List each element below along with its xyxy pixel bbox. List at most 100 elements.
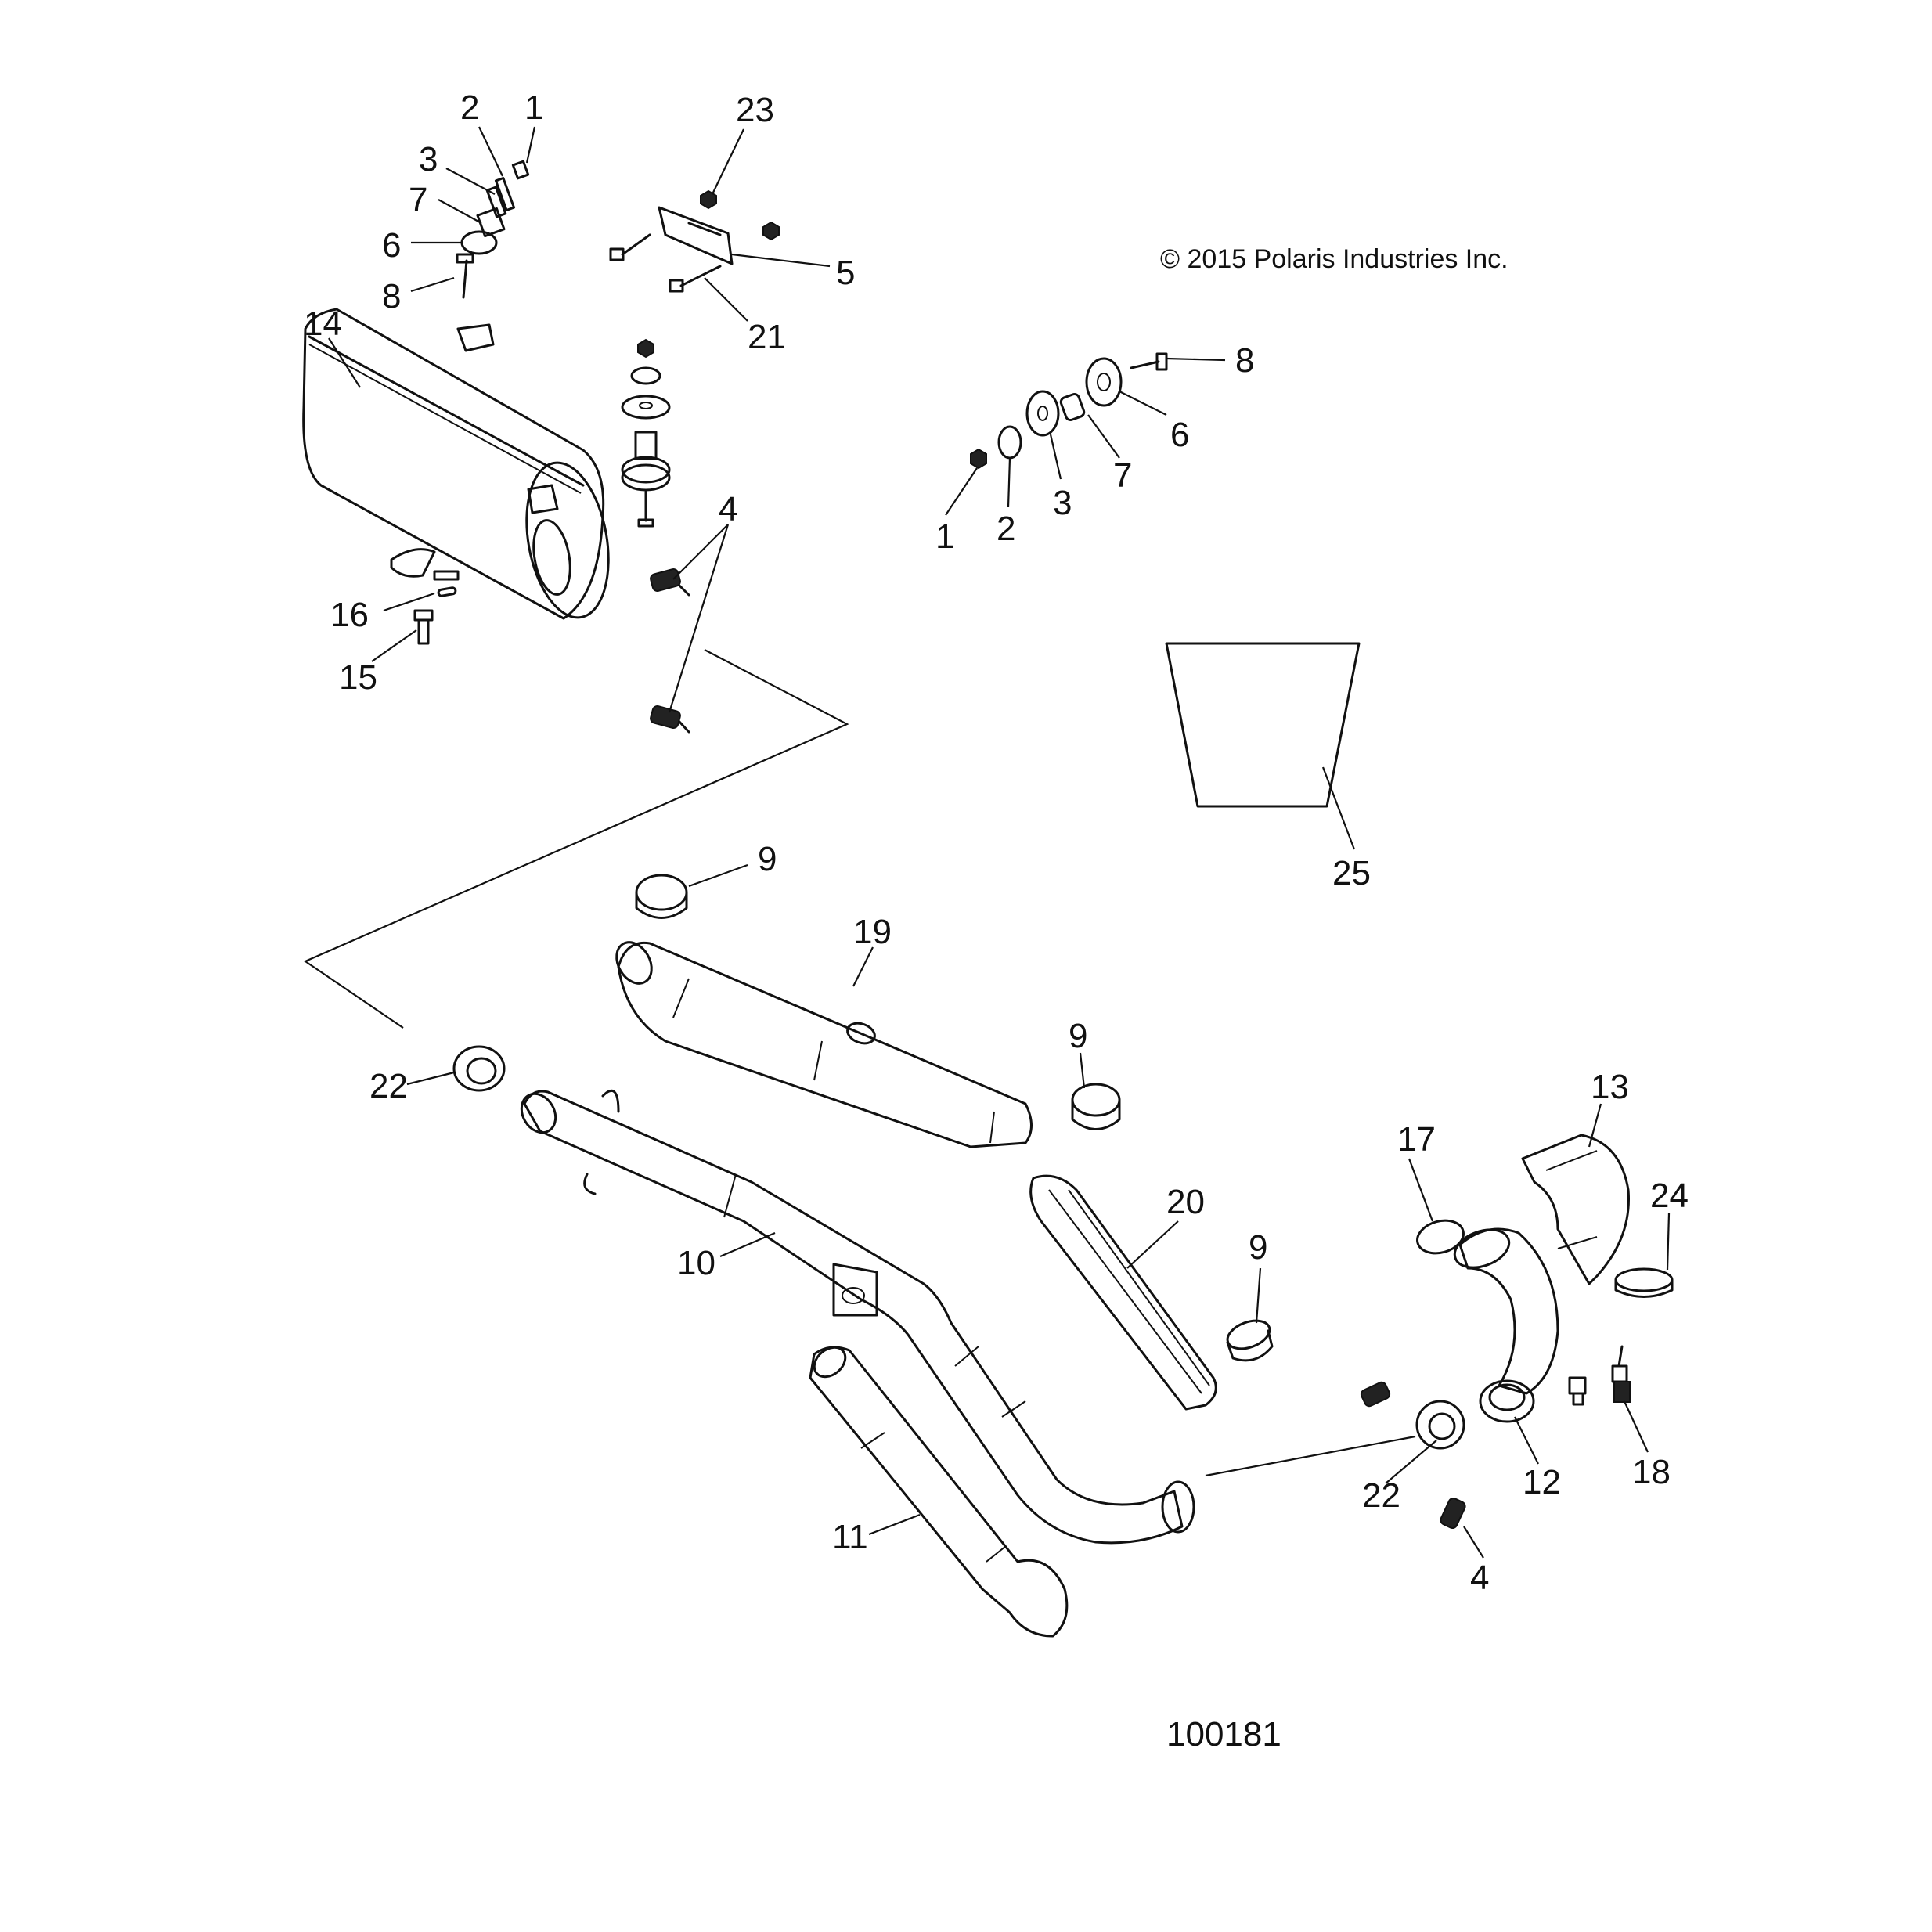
callout-8: 8 — [382, 277, 401, 315]
bolt-15 — [413, 609, 434, 645]
stack-spacer — [634, 431, 658, 460]
heat-shield-19-body — [617, 941, 1033, 1148]
shield-slot — [846, 1022, 876, 1045]
clamp-9-middle — [1071, 1083, 1121, 1130]
head-pipe-10 — [520, 1089, 1195, 1545]
callout-6: 6 — [382, 226, 401, 265]
assembly-boundary-line — [303, 649, 849, 1029]
callout-6-right: 6 — [1170, 416, 1189, 454]
muffler-bracket-under — [390, 548, 436, 578]
spring-4 — [1440, 1498, 1466, 1529]
gasket-17 — [1416, 1219, 1465, 1255]
head-pipe-flange — [1161, 1480, 1195, 1534]
washer-3 — [1025, 390, 1060, 437]
bracket-5-assembly — [609, 189, 780, 293]
bracket-5-slot — [687, 222, 722, 236]
callout-18: 18 — [1632, 1453, 1671, 1491]
grommet-6 — [1085, 357, 1123, 407]
callout-21: 21 — [748, 318, 786, 356]
spacer-3 — [485, 186, 507, 218]
muffler-tab-top — [456, 323, 495, 352]
spring-4-upper-pair — [650, 568, 690, 734]
header-13 — [1521, 1134, 1630, 1285]
bushing-7 — [1059, 392, 1086, 422]
callout-4: 4 — [719, 490, 737, 528]
grommet-6 — [460, 230, 498, 255]
callout-22-left: 22 — [369, 1067, 408, 1105]
washer-2 — [494, 176, 516, 212]
callout-23: 23 — [736, 91, 774, 129]
isolator-stack — [621, 338, 671, 528]
mount-hardware-upper-left — [456, 160, 530, 299]
muffler-tab-right — [527, 484, 559, 514]
washer-2 — [997, 425, 1022, 460]
heat-shield-19 — [615, 941, 1033, 1148]
stack-washer — [630, 366, 661, 385]
mount-hardware-upper-right — [970, 352, 1168, 470]
callout-3: 3 — [419, 140, 438, 178]
callout-16: 16 — [330, 596, 369, 634]
leader-lines — [328, 126, 1671, 1559]
pipe-11 — [809, 1346, 1069, 1638]
clamp-9-top — [635, 874, 688, 919]
muffler-outlet — [532, 519, 571, 596]
nut — [762, 221, 780, 241]
callout-12: 12 — [1523, 1463, 1561, 1501]
nut-1 — [511, 160, 530, 180]
spring-4 — [650, 568, 681, 592]
callout-2-right: 2 — [997, 510, 1015, 548]
callout-13: 13 — [1591, 1068, 1629, 1106]
bolt — [621, 233, 651, 256]
callout-9-top: 9 — [758, 840, 777, 878]
bolt-head — [609, 247, 625, 261]
callout-4-bottom: 4 — [1470, 1559, 1489, 1597]
callout-17: 17 — [1397, 1120, 1436, 1159]
callout-1: 1 — [524, 88, 543, 127]
callout-3-right: 3 — [1053, 484, 1072, 522]
callout-7-right: 7 — [1113, 456, 1132, 495]
gasket-16 — [437, 586, 457, 597]
heat-shield-20-body — [1029, 1174, 1217, 1411]
head-pipe-bracket — [832, 1263, 878, 1317]
spring-4 — [650, 705, 681, 729]
callout-20: 20 — [1166, 1183, 1205, 1221]
nut-23 — [700, 189, 717, 210]
callout-9-lower: 9 — [1249, 1228, 1267, 1267]
figure-number: 100181 — [1166, 1715, 1281, 1754]
gasket-22-right — [1415, 1400, 1465, 1450]
callout-19: 19 — [853, 913, 892, 951]
stack-grommet-bottom — [621, 456, 671, 484]
muffler-body — [302, 308, 605, 620]
callout-24: 24 — [1650, 1177, 1689, 1215]
bolt-8-head — [456, 253, 474, 264]
bracket-5 — [658, 206, 734, 265]
bolt-21 — [679, 265, 722, 287]
fitting-18 — [1568, 1345, 1631, 1406]
bolt-8-head — [1155, 352, 1168, 371]
stack-grommet-top — [621, 395, 671, 420]
bushing-7 — [476, 207, 506, 238]
bolt-8 — [462, 259, 468, 299]
callout-9-middle: 9 — [1069, 1017, 1087, 1055]
bolt-21-head — [669, 279, 684, 293]
callout-14: 14 — [304, 305, 342, 343]
callout-2: 2 — [460, 88, 479, 127]
callout-8-right: 8 — [1235, 341, 1254, 380]
muffler-14 — [302, 308, 610, 620]
callout-7: 7 — [409, 181, 427, 219]
copyright-text: © 2015 Polaris Industries Inc. — [1160, 244, 1508, 274]
callout-1-right: 1 — [935, 517, 954, 556]
callout-11: 11 — [832, 1518, 868, 1556]
callout-25: 25 — [1332, 854, 1371, 892]
muffler-end-cap — [525, 461, 610, 619]
header-pipe-12 — [1453, 1227, 1559, 1423]
bolt-8 — [1130, 360, 1160, 369]
stack-nut — [637, 338, 654, 359]
heat-shield-20 — [1029, 1174, 1217, 1411]
decal-25 — [1165, 642, 1361, 808]
callout-labels: 1 2 3 7 6 8 23 5 21 14 4 16 15 8 6 7 3 2… — [304, 88, 1689, 1597]
head-pipe-10-body — [523, 1090, 1184, 1545]
callout-5: 5 — [836, 254, 855, 292]
pipe-11-body — [809, 1346, 1069, 1638]
